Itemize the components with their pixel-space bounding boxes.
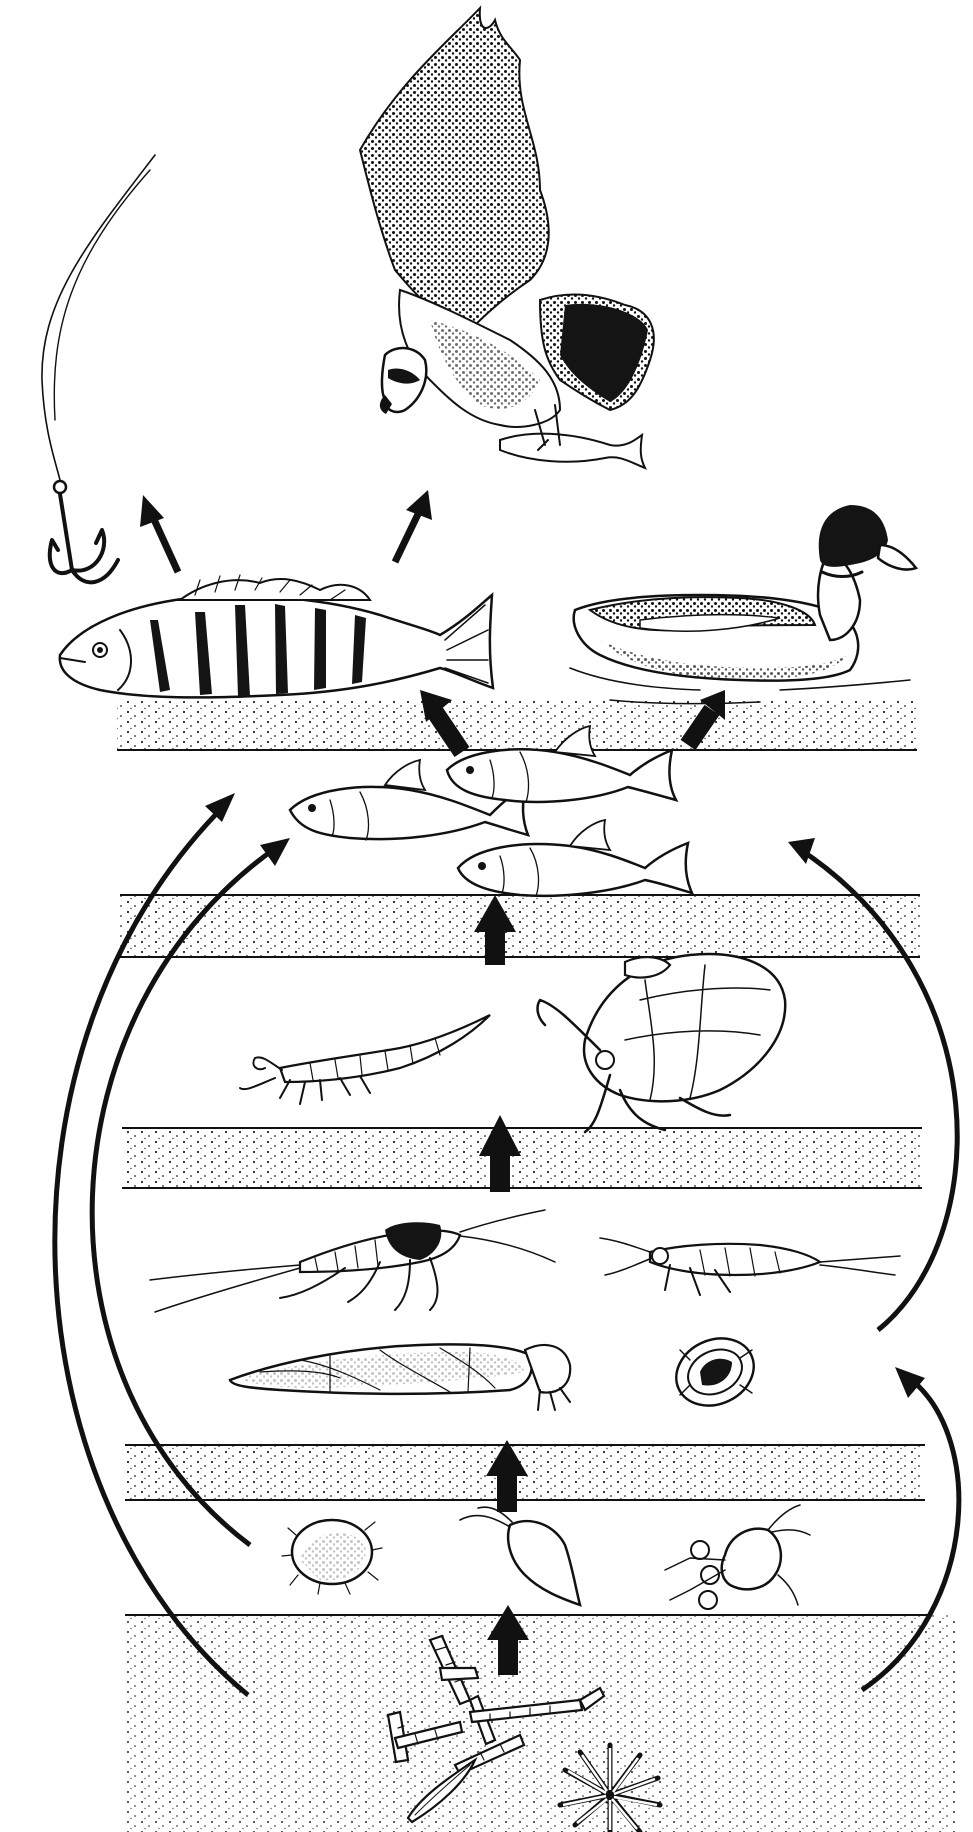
giant-water-bug-icon	[538, 954, 786, 1132]
thin-arrows	[140, 490, 432, 572]
band-surface	[117, 700, 917, 750]
mallard-duck-icon	[570, 505, 916, 704]
stonefly-nymph-icon	[150, 1210, 555, 1312]
osprey-wing-upper	[360, 8, 549, 330]
perch-icon	[60, 575, 493, 697]
minnows	[290, 726, 692, 896]
band-sediment	[125, 1615, 955, 1832]
shrimp-larva-icon	[240, 1015, 490, 1104]
caddisfly-larva-icon	[230, 1344, 570, 1410]
perch-dorsal-fin	[180, 579, 370, 600]
band-3	[122, 1128, 922, 1188]
copepod-icon	[665, 1505, 810, 1609]
band-2	[120, 895, 920, 957]
osprey-icon	[360, 8, 654, 468]
arrow-perch-to-hook	[140, 495, 178, 572]
rotifer-round-icon	[282, 1520, 382, 1594]
water-penny-icon	[665, 1326, 765, 1418]
fish-hook-icon	[42, 155, 155, 582]
minnow-3	[458, 820, 692, 896]
osprey-prey-fish	[500, 434, 645, 468]
flagellate-icon	[460, 1507, 580, 1605]
duck-bill	[878, 545, 916, 570]
arrow-perch-to-osprey	[395, 490, 432, 562]
mayfly-nymph-icon	[600, 1238, 900, 1295]
